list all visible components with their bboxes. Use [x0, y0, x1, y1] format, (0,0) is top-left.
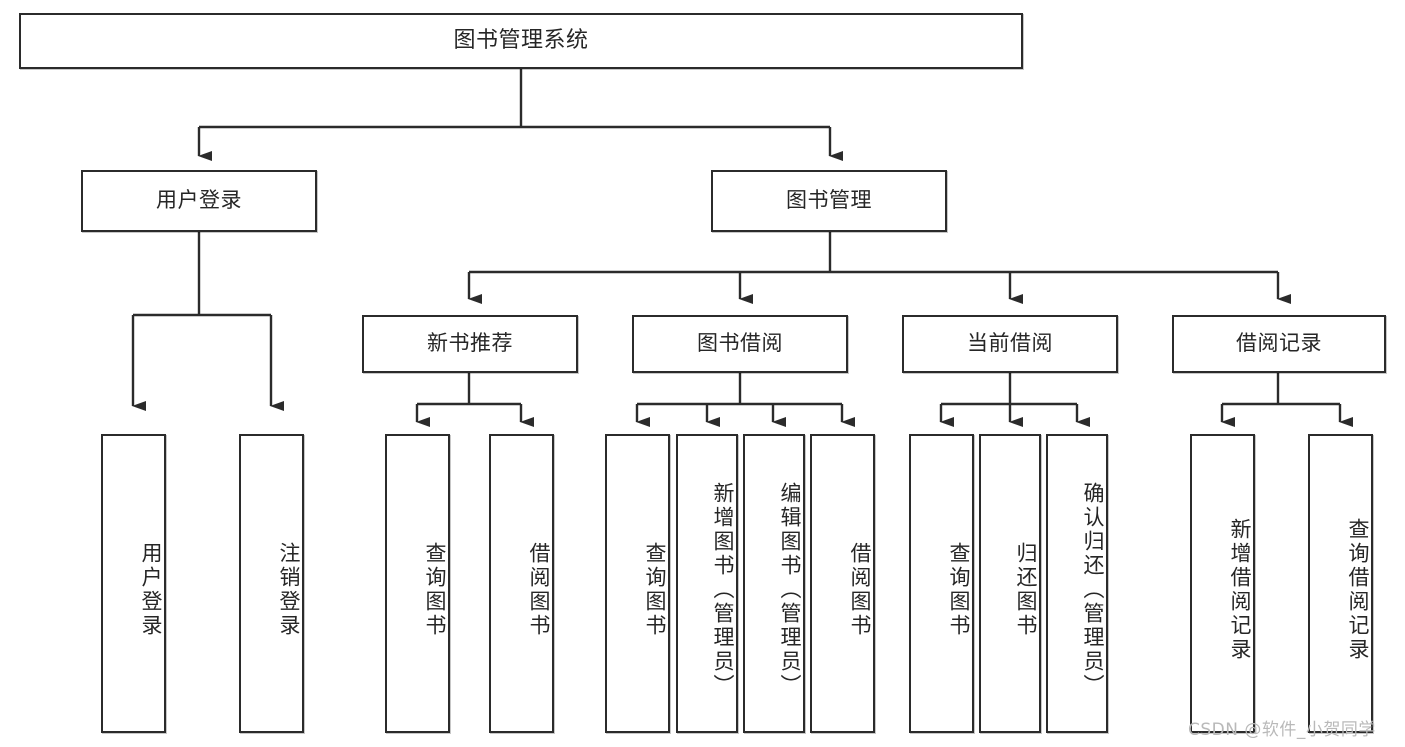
node-book-borrow[interactable]: 图书借阅 [632, 315, 848, 373]
node-leaf-user-login[interactable]: 用户登录 [101, 434, 166, 733]
node-leaf-confirm-return[interactable]: 确认归还（管理员） [1046, 434, 1108, 733]
node-leaf-query-book-1-label: 查询图书 [423, 541, 447, 638]
node-leaf-confirm-return-label: 确认归还（管理员） [1081, 481, 1105, 698]
node-leaf-edit-book-label: 编辑图书（管理员） [778, 481, 802, 698]
node-leaf-borrow-book-1[interactable]: 借阅图书 [489, 434, 554, 733]
node-book-manage[interactable]: 图书管理 [711, 170, 947, 232]
node-leaf-add-record-label: 新增借阅记录 [1228, 517, 1252, 662]
node-user-login[interactable]: 用户登录 [81, 170, 317, 232]
node-leaf-query-book-2-label: 查询图书 [643, 541, 667, 638]
csdn-watermark: CSDN @软件_小贺同学 [1188, 720, 1376, 740]
node-leaf-borrow-book-1-label: 借阅图书 [527, 541, 551, 638]
node-borrow-record-label: 借阅记录 [1236, 331, 1322, 356]
node-leaf-query-book-3[interactable]: 查询图书 [909, 434, 974, 733]
node-leaf-return-book-label: 归还图书 [1014, 541, 1038, 638]
node-user-login-label: 用户登录 [156, 188, 242, 213]
node-leaf-add-record[interactable]: 新增借阅记录 [1190, 434, 1255, 733]
node-leaf-query-book-1[interactable]: 查询图书 [385, 434, 450, 733]
node-leaf-query-record[interactable]: 查询借阅记录 [1308, 434, 1373, 733]
node-leaf-add-book-label: 新增图书（管理员） [711, 481, 735, 698]
node-leaf-query-record-label: 查询借阅记录 [1346, 517, 1370, 662]
node-leaf-logout-login-label: 注销登录 [277, 541, 301, 638]
node-leaf-logout-login[interactable]: 注销登录 [239, 434, 304, 733]
node-leaf-query-book-2[interactable]: 查询图书 [605, 434, 670, 733]
node-root-label: 图书管理系统 [453, 27, 589, 53]
node-new-book-rec-label: 新书推荐 [427, 331, 513, 356]
node-leaf-borrow-book-2[interactable]: 借阅图书 [810, 434, 875, 733]
node-leaf-edit-book[interactable]: 编辑图书（管理员） [743, 434, 805, 733]
node-borrow-record[interactable]: 借阅记录 [1172, 315, 1386, 373]
node-current-borrow[interactable]: 当前借阅 [902, 315, 1118, 373]
node-book-manage-label: 图书管理 [786, 188, 872, 213]
node-leaf-query-book-3-label: 查询图书 [947, 541, 971, 638]
node-leaf-add-book[interactable]: 新增图书（管理员） [676, 434, 738, 733]
node-leaf-return-book[interactable]: 归还图书 [979, 434, 1041, 733]
node-current-borrow-label: 当前借阅 [967, 331, 1053, 356]
node-new-book-rec[interactable]: 新书推荐 [362, 315, 578, 373]
node-root[interactable]: 图书管理系统 [19, 13, 1023, 69]
node-leaf-user-login-label: 用户登录 [139, 541, 163, 638]
node-leaf-borrow-book-2-label: 借阅图书 [848, 541, 872, 638]
node-book-borrow-label: 图书借阅 [697, 331, 783, 356]
